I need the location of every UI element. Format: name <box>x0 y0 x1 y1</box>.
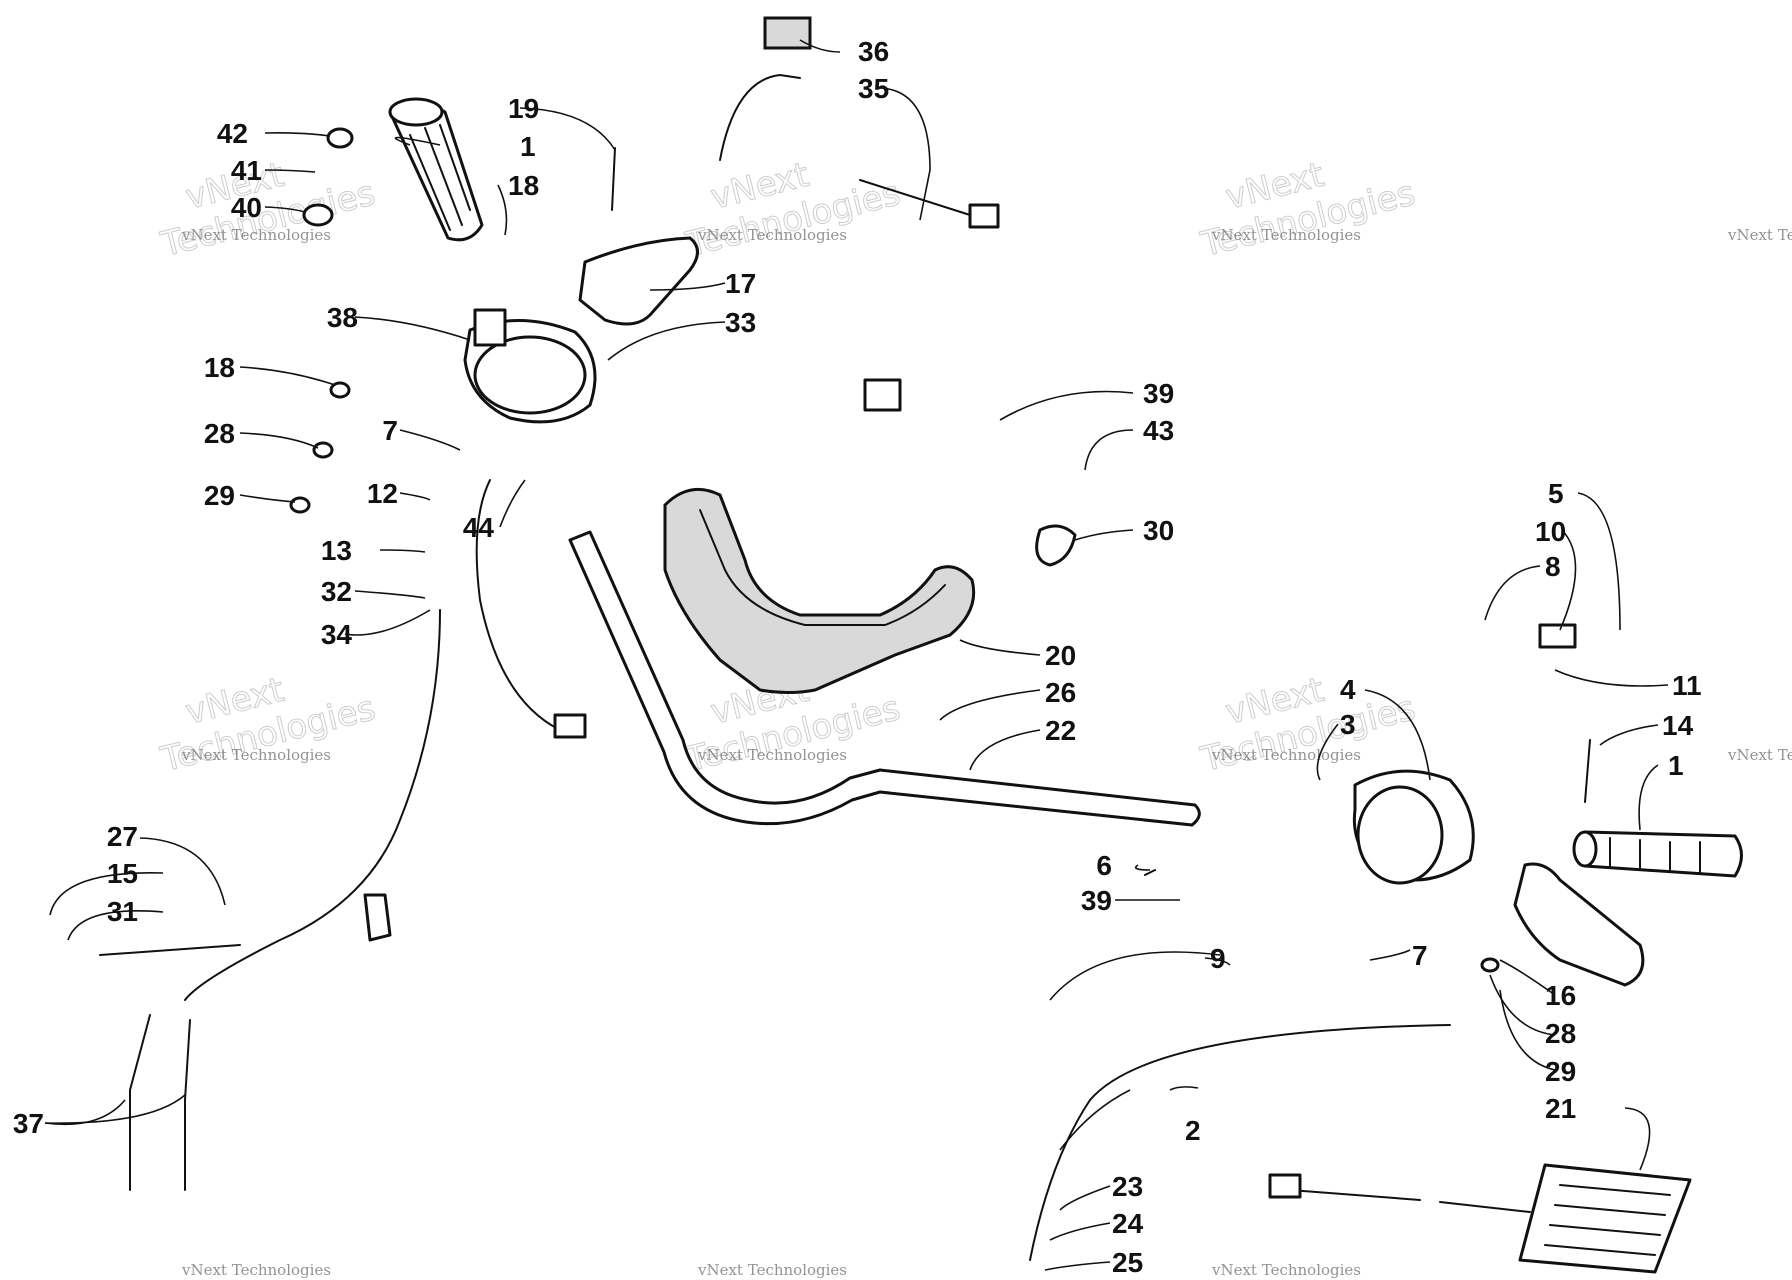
callout-2: 2 <box>1185 1115 1201 1146</box>
callout-28-left: 28 <box>204 418 235 449</box>
watermark-text: vNext Technologies <box>1211 746 1361 764</box>
callout-1-right: 1 <box>1668 750 1684 781</box>
handlebar-pad-part <box>663 487 976 694</box>
cap-part <box>326 127 354 149</box>
pad-36-part <box>763 16 812 50</box>
callout-40: 40 <box>231 192 262 223</box>
callout-16: 16 <box>1545 980 1576 1011</box>
callout-10: 10 <box>1535 516 1566 547</box>
left-switch-housing-part <box>463 308 597 424</box>
callout-25: 25 <box>1112 1247 1143 1278</box>
choke-cable-part <box>184 609 441 1001</box>
callout-8: 8 <box>1545 551 1561 582</box>
watermark-text: vNext Technologies <box>1727 746 1792 764</box>
callout-20: 20 <box>1045 640 1076 671</box>
callout-4: 4 <box>1340 674 1356 705</box>
heating-element-part <box>1268 1163 1692 1274</box>
callout-13: 13 <box>321 535 352 566</box>
callout-35: 35 <box>858 73 889 104</box>
callout-5: 5 <box>1548 478 1564 509</box>
callout-41: 41 <box>231 155 262 186</box>
watermark-text: vNext Technologies <box>697 1261 847 1279</box>
callout-39-bottom: 39 <box>1081 885 1112 916</box>
callout-29-left: 29 <box>204 480 235 511</box>
callout-43: 43 <box>1143 415 1174 446</box>
watermark-text: vNext Technologies <box>1727 226 1792 244</box>
right-switch-housing-part <box>1352 769 1475 885</box>
callout-24: 24 <box>1112 1208 1144 1239</box>
callout-22: 22 <box>1045 715 1076 746</box>
callout-3: 3 <box>1340 709 1356 740</box>
callout-32: 32 <box>321 576 352 607</box>
throttle-cable-part <box>1029 1024 1451 1261</box>
handlebar-pad-inner <box>699 509 946 626</box>
callout-39-top: 39 <box>1143 378 1174 409</box>
handlebar-part <box>568 530 1201 827</box>
watermark-text: vNext Technologies <box>697 226 847 244</box>
cable-splitter-part <box>363 893 392 942</box>
connector-part <box>863 378 902 412</box>
callout-33: 33 <box>725 307 756 338</box>
callout-7-left: 7 <box>382 415 398 446</box>
connector-part <box>968 203 1000 229</box>
callout-37: 37 <box>13 1108 44 1139</box>
callout-27: 27 <box>107 821 138 852</box>
watermark-text: vNext Technologies <box>181 1261 331 1279</box>
watermark-text: vNext Technologies <box>181 226 331 244</box>
watermark-text: vNext Technologies <box>697 746 847 764</box>
callout-9: 9 <box>1210 943 1226 974</box>
callout-21: 21 <box>1545 1093 1576 1124</box>
callout-38: 38 <box>327 302 358 333</box>
washer-part <box>329 381 351 399</box>
callout-34: 34 <box>321 619 353 650</box>
watermark-text: vNext Technologies <box>1211 1261 1361 1279</box>
washer-part <box>1480 957 1500 973</box>
callout-42: 42 <box>217 118 248 149</box>
callout-7-right: 7 <box>1412 940 1428 971</box>
leader-lines <box>44 39 1669 1271</box>
throttle-lever-part <box>1513 862 1645 987</box>
callout-44: 44 <box>463 512 495 543</box>
cable-end-part <box>99 944 241 1191</box>
callout-19: 19 <box>508 93 539 124</box>
clamp-part <box>1035 524 1077 567</box>
wire-harness-part <box>475 73 971 731</box>
callout-1-left: 1 <box>520 131 536 162</box>
callout-36: 36 <box>858 36 889 67</box>
callout-28-right: 28 <box>1545 1018 1576 1049</box>
watermark-text: vNext Technologies <box>181 746 331 764</box>
brake-lever-part <box>578 236 699 326</box>
connector-part <box>553 713 587 739</box>
washer-part <box>312 441 334 459</box>
callout-12: 12 <box>367 478 398 509</box>
callout-30: 30 <box>1143 515 1174 546</box>
callout-26: 26 <box>1045 677 1076 708</box>
parts <box>99 16 1743 1274</box>
callout-labels: 42 41 40 1 19 18 17 33 36 35 38 18 28 29… <box>13 36 1702 1278</box>
callout-6: 6 <box>1096 850 1112 881</box>
nut-part <box>302 203 334 227</box>
callout-11: 11 <box>1672 670 1702 701</box>
callout-18-left: 18 <box>204 352 235 383</box>
bracket-part <box>1538 623 1577 649</box>
watermark-text: vNext Technologies <box>1211 226 1361 244</box>
callout-15: 15 <box>107 858 138 889</box>
callout-18-top: 18 <box>508 170 539 201</box>
callout-14: 14 <box>1662 710 1694 741</box>
left-grip-part <box>388 97 484 242</box>
washer-part <box>289 496 311 514</box>
callout-31: 31 <box>107 896 138 927</box>
callout-17: 17 <box>725 268 756 299</box>
screw-part <box>611 147 1591 876</box>
callout-23: 23 <box>1112 1171 1143 1202</box>
right-grip-part <box>1572 830 1743 878</box>
callout-29-right: 29 <box>1545 1056 1576 1087</box>
